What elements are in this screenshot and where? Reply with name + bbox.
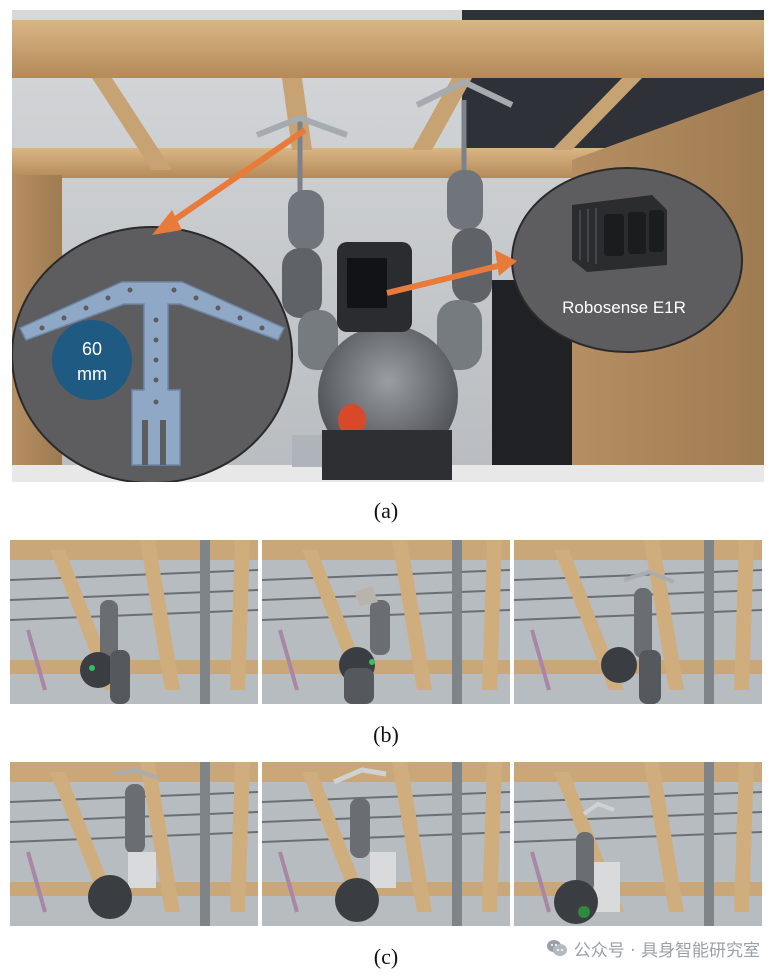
diagonal-beam-3 [412,78,472,150]
hanger-callout [12,226,293,482]
hanger-plate-shape [18,281,286,466]
panel-a-illustration: 60 mm Robosense E1R [12,10,764,482]
panel-c-frame-1 [10,762,258,926]
lidar-callout [511,167,743,353]
robot-base [322,430,452,480]
arrow-to-hanger-callout [152,127,307,235]
panel-c-strip [10,762,762,926]
watermark: 公众号 · 具身智能研究室 [546,934,760,962]
wechat-icon [546,940,567,956]
diagonal-beam-1 [92,78,172,170]
panel-b-frame-1 [10,540,258,704]
caption-a: (a) [373,498,399,523]
lidar-label: Robosense E1R [562,298,686,317]
caption-c: (c) [373,944,399,969]
robot-red-button [338,404,366,436]
robot-left-arm [282,190,338,370]
panel-c-frame-2 [262,762,510,926]
size-badge-unit: mm [77,364,107,384]
panel-b-frame-3 [514,540,762,704]
arrow-to-lidar-callout [386,250,517,296]
panel-b-frame-2 [262,540,510,704]
panel-c-frame-3 [514,762,762,926]
watermark-text: 公众号 · 具身智能研究室 [573,940,760,961]
diagonal-beam-4 [552,78,642,150]
top-wood-beam [12,20,764,78]
robot-screen [347,258,387,308]
panel-a-photo: 60 mm Robosense E1R [12,10,764,482]
panel-b-strip [10,540,762,704]
size-badge [52,320,132,400]
size-badge-number: 60 [82,339,102,359]
caption-b: (b) [373,722,399,747]
ceiling-hanger-right [415,78,514,175]
robot-right-arm [437,170,492,370]
